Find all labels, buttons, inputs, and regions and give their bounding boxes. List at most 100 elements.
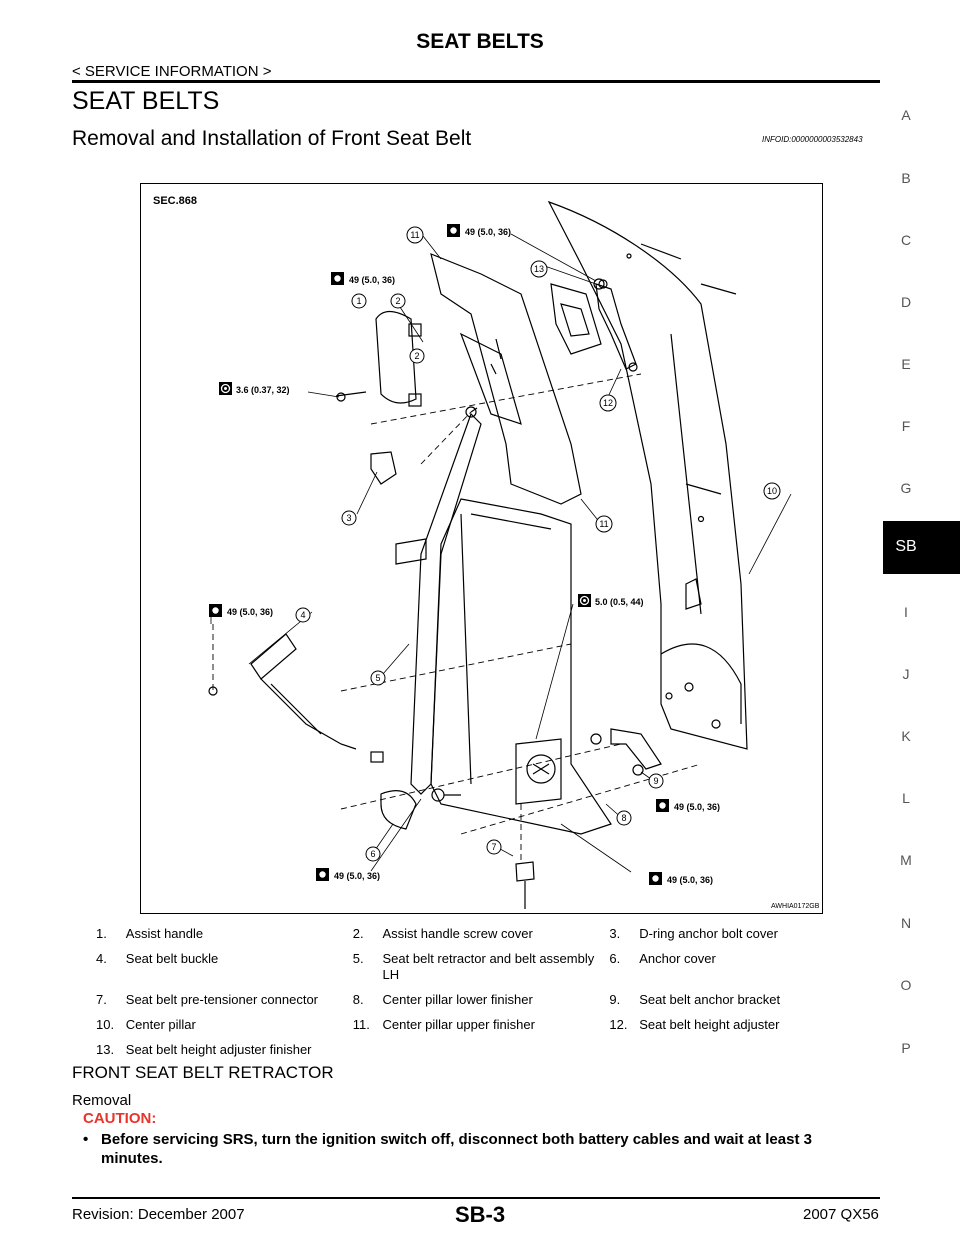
torque-label: 49 (5.0, 36) [674,802,720,812]
caution-bullet: • Before servicing SRS, turn the ignitio… [83,1130,873,1168]
index-letter-k[interactable]: K [901,728,911,744]
svg-text:10: 10 [767,486,777,496]
legend-label: Center pillar upper finisher [382,1017,535,1032]
torque-label: 3.6 (0.37, 32) [236,385,290,395]
callout-13: 13 [530,260,548,278]
svg-text:2: 2 [414,351,419,361]
legend-number [353,1042,383,1067]
index-letter-l[interactable]: L [902,790,910,806]
legend-label: Assist handle [125,926,204,941]
index-tab-active[interactable]: SB [883,521,960,574]
legend-row: 13. Seat belt height adjuster finisher [96,1042,866,1067]
legend-label: Seat belt height adjuster finisher [125,1042,312,1057]
legend-label: Seat belt height adjuster [639,1017,780,1032]
info-id: INFOID:0000000003532843 [762,135,863,144]
revision-date: Revision: December 2007 [72,1206,245,1223]
svg-text:9: 9 [653,776,658,786]
torque-label: 5.0 (0.5, 44) [595,597,644,607]
svg-text:8: 8 [621,813,626,823]
callout-11: 11 [406,226,424,244]
index-letter-j[interactable]: J [902,666,910,682]
legend-label: Assist handle screw cover [382,926,533,941]
legend-row: 10. Center pillar 11. Center pillar uppe… [96,1017,866,1042]
svg-text:12: 12 [603,398,613,408]
torque-label: 49 (5.0, 36) [349,275,395,285]
index-letter-e[interactable]: E [901,356,911,372]
legend-label [383,1042,610,1067]
index-letter-d[interactable]: D [900,294,912,310]
parts-legend-table: 1. Assist handle 2. Assist handle screw … [96,926,866,1067]
legend-number: 9. [609,992,621,1007]
callout-6: 6 [365,846,381,862]
legend-number: 11. [352,1017,370,1032]
legend-label: Seat belt pre-tensioner connector [125,992,319,1007]
index-letter-c[interactable]: C [900,232,912,248]
legend-label: Seat belt retractor and belt assembly LH [382,951,595,982]
svg-text:5: 5 [375,673,380,683]
subsection-heading: FRONT SEAT BELT RETRACTOR [72,1063,334,1082]
svg-text:2: 2 [395,296,400,306]
index-letter-b[interactable]: B [901,170,911,186]
svg-text:6: 6 [370,849,375,859]
legend-number: 12. [609,1017,628,1032]
procedure-heading: Removal and Installation of Front Seat B… [72,127,472,150]
section-heading: SEAT BELTS [72,87,220,115]
svg-text:13: 13 [534,264,544,274]
index-letter-g[interactable]: G [900,480,912,496]
seat-belt-exploded-diagram: SEC.868 49 (5.0, 36) 49 (5.0, 36) 3.6 (0… [140,183,823,914]
callout-1: 1 [351,293,367,309]
header-rule [72,80,880,83]
legend-number: 4. [96,951,107,966]
legend-number: 1. [96,926,107,941]
callout-9: 9 [648,773,664,789]
index-letter-m[interactable]: M [900,852,912,868]
index-letter-i[interactable]: I [904,604,908,620]
callout-10: 10 [763,482,781,500]
index-letter-n[interactable]: N [900,915,912,931]
footer-rule [72,1197,880,1199]
svg-text:4: 4 [300,610,305,620]
index-tab-active-label: SB [895,538,917,555]
index-letter-o[interactable]: O [900,977,912,993]
legend-number: 7. [96,992,107,1007]
torque-label: 49 (5.0, 36) [227,607,273,617]
legend-number: 3. [609,926,621,941]
legend-number: 13. [96,1042,115,1057]
legend-number: 6. [609,951,621,966]
callout-2b: 2 [409,348,425,364]
legend-number: 5. [352,951,364,966]
page-title: SEAT BELTS [416,30,544,53]
svg-text:11: 11 [410,230,419,240]
legend-label [639,1042,866,1067]
index-letter-f[interactable]: F [901,418,911,434]
callout-2: 2 [390,293,406,309]
diagram-code: AWHIA0172GB [771,903,820,910]
legend-label: Anchor cover [639,951,716,966]
callout-4: 4 [295,607,311,623]
legend-number [609,1042,639,1067]
callout-12: 12 [599,394,617,412]
index-letter-a[interactable]: A [901,107,911,123]
bullet-mark: • [83,1131,89,1148]
index-letter-p[interactable]: P [901,1040,911,1056]
model-year: 2007 QX56 [803,1206,879,1223]
callout-7: 7 [486,839,502,855]
legend-label: Center pillar [125,1017,196,1032]
legend-label: Center pillar lower finisher [382,992,533,1007]
callout-5: 5 [370,670,386,686]
callout-11b: 11 [595,515,613,533]
caution-text: Before servicing SRS, turn the ignition … [101,1131,812,1167]
removal-heading: Removal [72,1092,132,1109]
legend-row: 7. Seat belt pre-tensioner connector 8. … [96,992,866,1017]
legend-row: 1. Assist handle 2. Assist handle screw … [96,926,866,951]
legend-number: 2. [352,926,364,941]
callout-8: 8 [616,810,632,826]
callout-3: 3 [341,510,357,526]
legend-row: 4. Seat belt buckle 5. Seat belt retract… [96,951,866,992]
page-number: SB-3 [454,1202,506,1227]
legend-label: D-ring anchor bolt cover [639,926,778,941]
legend-number: 8. [352,992,364,1007]
svg-text:7: 7 [491,842,496,852]
torque-label: 49 (5.0, 36) [667,875,713,885]
caution-label: CAUTION: [83,1110,157,1127]
